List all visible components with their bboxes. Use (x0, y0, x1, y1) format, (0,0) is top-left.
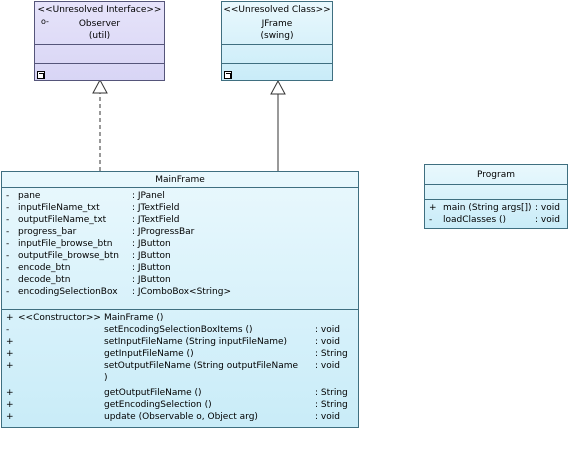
attribute-type: : JButton (132, 275, 171, 285)
attribute-visibility: - (6, 227, 10, 237)
realization-arrowhead (92, 78, 108, 94)
attribute-name: encodingSelectionBox (18, 287, 118, 297)
attribute-type: : JButton (132, 251, 171, 261)
operation-row: - setEncodingSelectionBoxItems () : void (2, 324, 358, 336)
operation-visibility: + (6, 313, 14, 323)
operation-name: MainFrame () (104, 313, 164, 323)
operation-name: setOutputFileName (String outputFileName (104, 361, 299, 371)
operation-visibility: + (6, 400, 14, 410)
operation-type: : String (315, 349, 348, 359)
attribute-name: outputFileName_txt (18, 215, 107, 225)
operation-row: + getInputFileName () : String (2, 348, 358, 360)
attribute-visibility: - (6, 215, 10, 225)
operation-row: + main (String args[]) : void (425, 202, 567, 214)
attribute-name: encode_btn (18, 263, 71, 273)
jframe-name: JFrame (261, 19, 293, 29)
operation-row: ) (2, 372, 358, 384)
operation-row: + setInputFileName (String inputFileName… (2, 336, 358, 348)
shortcut-icon (37, 71, 45, 79)
attribute-type: : JProgressBar (132, 227, 195, 237)
attribute-type: : JButton (132, 263, 171, 273)
observer-package: (util) (88, 31, 111, 41)
interface-lollipop-icon: o- (41, 17, 49, 26)
mainframe-class-box[interactable]: MainFrame - pane : JPanel - inputFileNam… (1, 171, 359, 428)
attribute-name: decode_btn (18, 275, 71, 285)
attribute-row: - encode_btn : JButton (2, 262, 358, 274)
operation-type: : void (315, 412, 340, 422)
attribute-row: - progress_bar : JProgressBar (2, 226, 358, 238)
operation-visibility: - (6, 325, 10, 335)
attribute-name: pane (18, 191, 41, 201)
operation-name: update (Observable o, Object arg) (104, 412, 258, 422)
operation-name: getInputFileName () (104, 349, 194, 359)
operation-type: : void (315, 337, 340, 347)
attribute-row: - decode_btn : JButton (2, 274, 358, 286)
attribute-type: : JComboBox<String> (132, 287, 231, 297)
operation-row: + setOutputFileName (String outputFileNa… (2, 360, 358, 372)
operation-visibility: + (6, 337, 14, 347)
attribute-name: inputFile_browse_btn (18, 239, 113, 249)
operation-type: : void (535, 203, 560, 213)
shortcut-icon (224, 71, 232, 79)
operation-row: + getEncodingSelection () : String (2, 399, 358, 411)
operation-type: : String (315, 388, 348, 398)
operation-row: + update (Observable o, Object arg) : vo… (2, 411, 358, 423)
attribute-row: - inputFile_browse_btn : JButton (2, 238, 358, 250)
attribute-visibility: - (6, 251, 10, 261)
observer-name: Observer (78, 19, 121, 29)
attribute-type: : JTextField (132, 203, 180, 213)
operation-visibility: + (429, 203, 437, 213)
attribute-row: - outputFile_browse_btn : JButton (2, 250, 358, 262)
observer-interface-box[interactable]: <<Unresolved Interface>> Observer (util)… (34, 1, 165, 81)
attribute-visibility: - (6, 275, 10, 285)
operation-name: getOutputFileName () (104, 388, 202, 398)
program-name: Program (477, 170, 515, 180)
operation-visibility: + (6, 361, 14, 371)
operation-visibility: + (6, 349, 14, 359)
operation-name: setEncodingSelectionBoxItems () (104, 325, 253, 335)
attribute-name: inputFileName_txt (18, 203, 100, 213)
operation-visibility: - (429, 215, 433, 225)
operation-name: loadClasses () (443, 215, 507, 225)
operation-row: + <<Constructor>> MainFrame () (2, 312, 358, 324)
operation-type: : String (315, 400, 348, 410)
operation-row: + getOutputFileName () : String (2, 387, 358, 399)
operation-type: : void (315, 325, 340, 335)
operation-type: : void (315, 361, 340, 371)
attribute-visibility: - (6, 287, 10, 297)
operation-type: : void (535, 215, 560, 225)
operation-name: ) (104, 373, 108, 383)
operation-name: getEncodingSelection () (104, 400, 212, 410)
jframe-package: (swing) (260, 31, 294, 41)
observer-stereotype: <<Unresolved Interface>> (37, 5, 162, 15)
attribute-name: progress_bar (18, 227, 77, 237)
operation-visibility: + (6, 412, 14, 422)
operation-stereotype: <<Constructor>> (18, 313, 101, 323)
program-class-box[interactable]: Program + main (String args[]) : void - … (424, 164, 568, 229)
operation-name: setInputFileName (String inputFileName) (104, 337, 288, 347)
generalization-arrowhead (270, 79, 286, 95)
operation-row: - loadClasses () : void (425, 214, 567, 226)
attribute-row: - inputFileName_txt : JTextField (2, 202, 358, 214)
operation-name: main (String args[]) (443, 203, 532, 213)
attribute-row: - pane : JPanel (2, 190, 358, 202)
attribute-name: outputFile_browse_btn (18, 251, 119, 261)
operation-visibility: + (6, 388, 14, 398)
attribute-row: - outputFileName_txt : JTextField (2, 214, 358, 226)
attribute-visibility: - (6, 191, 10, 201)
attribute-visibility: - (6, 239, 10, 249)
attribute-type: : JTextField (132, 215, 180, 225)
mainframe-name: MainFrame (155, 175, 205, 185)
jframe-class-box[interactable]: <<Unresolved Class>> JFrame (swing) (221, 1, 333, 81)
attribute-visibility: - (6, 203, 10, 213)
attribute-visibility: - (6, 263, 10, 273)
attribute-row: - encodingSelectionBox : JComboBox<Strin… (2, 286, 358, 298)
attribute-type: : JPanel (132, 191, 165, 201)
jframe-stereotype: <<Unresolved Class>> (223, 5, 331, 15)
attribute-type: : JButton (132, 239, 171, 249)
